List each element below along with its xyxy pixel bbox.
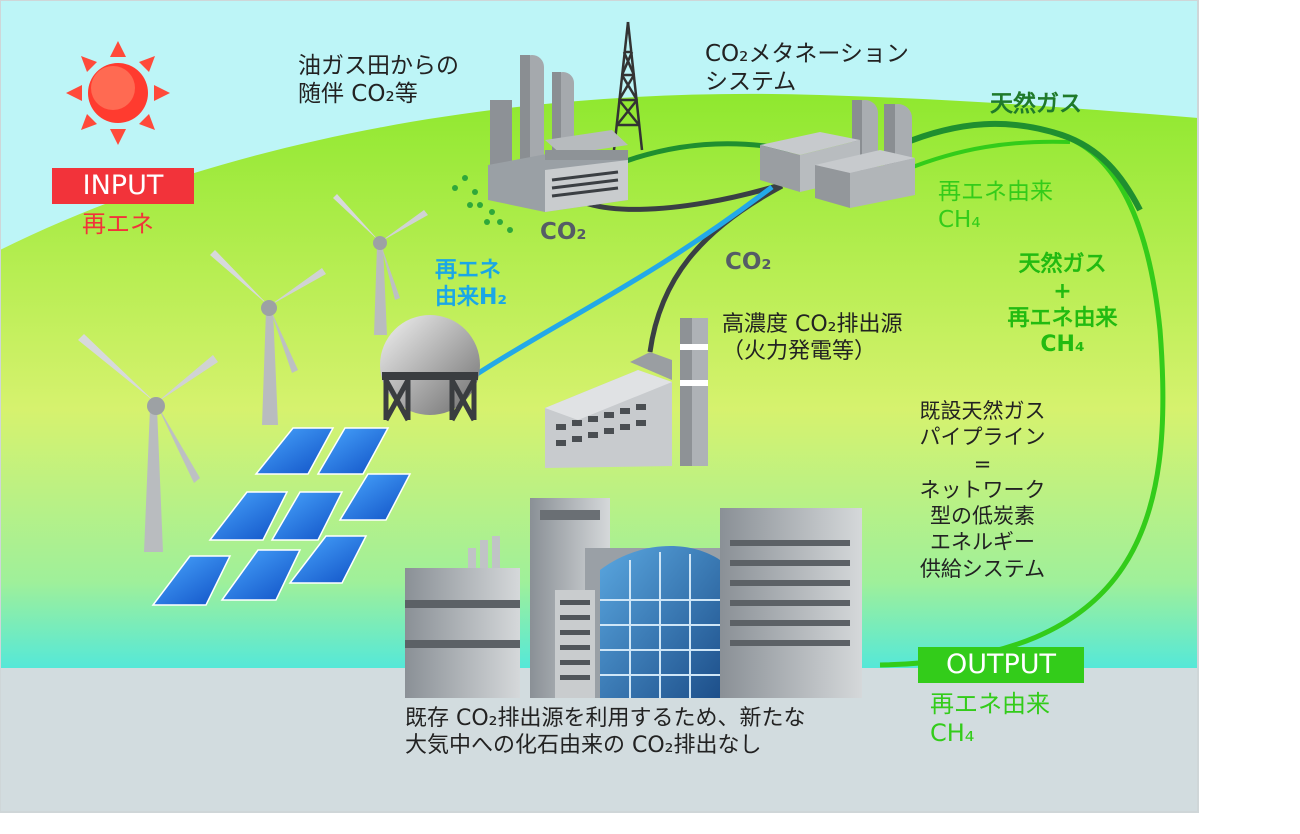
power-plant-icon bbox=[545, 318, 708, 468]
footnote-text: 既存 CO₂排出源を利用するため、新たな 大気中への化石由来の CO₂排出なし bbox=[405, 706, 806, 758]
wind-turbine-icon bbox=[78, 194, 428, 552]
pipeline-label: 既設天然ガス パイプライン = ネットワーク 型の低炭素 エネルギー 供給システ… bbox=[919, 399, 1046, 581]
hydrogen-tank-icon bbox=[380, 315, 480, 422]
sun-icon bbox=[66, 41, 170, 145]
natural-gas-line bbox=[898, 120, 1143, 212]
output-label: 再エネ由来 CH₄ bbox=[930, 690, 1050, 748]
city-buildings-icon bbox=[405, 498, 862, 698]
pipeline-line bbox=[879, 132, 1166, 668]
methanation-plant-icon bbox=[760, 100, 915, 208]
methanation-system-label: CO₂メタネーション システム bbox=[705, 41, 909, 96]
drilling-tower-icon bbox=[612, 21, 644, 151]
input-label: 再エネ bbox=[82, 210, 154, 238]
natural-gas-plus-ch4-label: 天然ガス + 再エネ由来 CH₄ bbox=[1007, 252, 1118, 358]
solar-panel-icon bbox=[151, 427, 412, 606]
renewable-h2-label: 再エネ 由来H₂ bbox=[435, 258, 508, 310]
tree-dots bbox=[452, 175, 513, 233]
co2-field-label: CO₂ bbox=[540, 219, 587, 245]
h2-line bbox=[472, 185, 774, 379]
renewable-ch4-label: 再エネ由来 CH₄ bbox=[938, 179, 1053, 234]
frame-border bbox=[0, 0, 1199, 813]
oil-gas-field-label: 油ガス田からの 随伴 CO₂等 bbox=[298, 53, 459, 108]
renewable-ch4-line bbox=[904, 139, 1071, 172]
co2-source-label: CO₂ bbox=[725, 249, 772, 275]
output-badge: OUTPUT bbox=[945, 649, 1057, 680]
output-badge-bg bbox=[918, 647, 1084, 683]
input-badge-bg bbox=[52, 168, 194, 204]
oil-gas-facility-icon bbox=[488, 55, 628, 212]
high-concentration-source-label: 高濃度 CO₂排出源 （火力発電等） bbox=[722, 312, 903, 364]
input-badge: INPUT bbox=[82, 170, 164, 201]
natural-gas-label: 天然ガス bbox=[990, 91, 1082, 117]
